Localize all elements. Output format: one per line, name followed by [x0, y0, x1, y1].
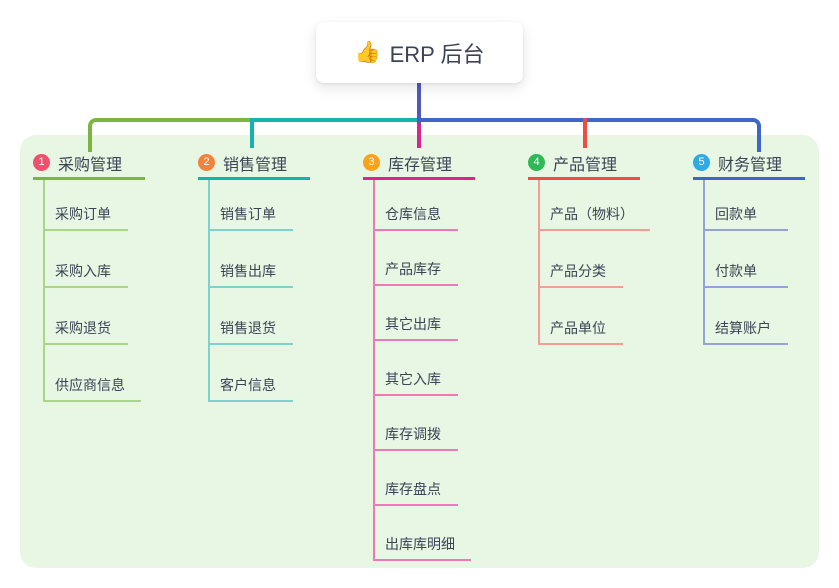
- connector-branch5-corner: [417, 118, 761, 152]
- child-node[interactable]: 付款单: [703, 263, 788, 288]
- connector-branch2-horizontal: [252, 118, 419, 122]
- connector-branch3-drop: [417, 122, 421, 148]
- child-node[interactable]: 客户信息: [208, 377, 293, 402]
- branch-title-label: 库存管理: [388, 156, 453, 174]
- child-node[interactable]: 产品单位: [538, 320, 623, 345]
- branch-spine-line: [703, 180, 705, 345]
- child-node[interactable]: 采购订单: [43, 206, 128, 231]
- branch-number-badge: 1: [33, 154, 50, 171]
- branch-title-label: 销售管理: [223, 156, 288, 174]
- child-node[interactable]: 产品库存: [373, 261, 458, 286]
- branch-spine-line: [43, 180, 45, 402]
- child-node[interactable]: 其它入库: [373, 371, 458, 396]
- branch-node-5[interactable]: 5 财务管理: [693, 148, 805, 180]
- branch-node-4[interactable]: 4 产品管理: [528, 148, 640, 180]
- branch-number-badge: 3: [363, 154, 380, 171]
- child-node[interactable]: 产品分类: [538, 263, 623, 288]
- root-node[interactable]: 👍 ERP 后台: [316, 22, 523, 83]
- connector-root-line: [417, 82, 421, 124]
- child-node[interactable]: 采购退货: [43, 320, 128, 345]
- branch-title-label: 采购管理: [58, 156, 123, 174]
- branch-node-2[interactable]: 2 销售管理: [198, 148, 310, 180]
- child-node[interactable]: 回款单: [703, 206, 788, 231]
- root-node-label: ERP 后台: [389, 41, 485, 67]
- mindmap-panel: [20, 135, 819, 568]
- branch-number-badge: 2: [198, 154, 215, 171]
- connector-branch4-drop: [583, 118, 587, 148]
- child-node[interactable]: 供应商信息: [43, 377, 141, 402]
- branch-spine-line: [373, 180, 375, 561]
- child-node[interactable]: 出库库明细: [373, 536, 471, 561]
- child-node[interactable]: 销售出库: [208, 263, 293, 288]
- branch-node-1[interactable]: 1 采购管理: [33, 148, 145, 180]
- thumbs-up-icon: 👍: [354, 40, 381, 64]
- branch-title-label: 产品管理: [553, 156, 618, 174]
- connector-branch2-drop: [250, 118, 254, 148]
- child-node[interactable]: 产品（物料）: [538, 206, 650, 231]
- branch-number-badge: 5: [693, 154, 710, 171]
- child-node[interactable]: 结算账户: [703, 320, 788, 345]
- branch-title-label: 财务管理: [718, 156, 783, 174]
- branch-spine-line: [538, 180, 540, 345]
- child-node[interactable]: 其它出库: [373, 316, 458, 341]
- connector-branch1-corner: [88, 118, 256, 152]
- child-node[interactable]: 库存调拨: [373, 426, 458, 451]
- branch-spine-line: [208, 180, 210, 402]
- branch-number-badge: 4: [528, 154, 545, 171]
- child-node[interactable]: 库存盘点: [373, 481, 458, 506]
- child-node[interactable]: 销售退货: [208, 320, 293, 345]
- branch-node-3[interactable]: 3 库存管理: [363, 148, 475, 180]
- child-node[interactable]: 销售订单: [208, 206, 293, 231]
- child-node[interactable]: 采购入库: [43, 263, 128, 288]
- child-node[interactable]: 仓库信息: [373, 206, 458, 231]
